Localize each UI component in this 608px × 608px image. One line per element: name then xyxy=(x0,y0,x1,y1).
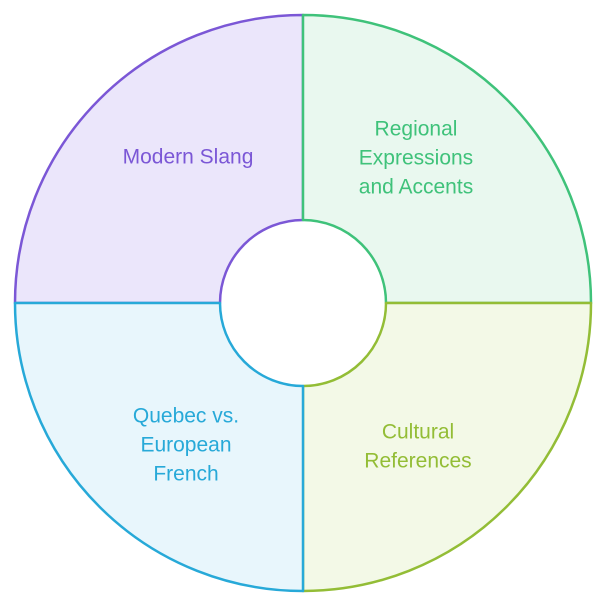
label-line: Quebec vs. xyxy=(133,405,239,428)
label-line: References xyxy=(364,450,471,473)
label-line: Modern Slang xyxy=(123,146,254,169)
label-modern-slang: Modern Slang xyxy=(123,146,254,169)
label-line: Regional xyxy=(375,118,458,141)
segment-regional-expressions xyxy=(301,13,593,305)
label-line: Expressions xyxy=(359,147,473,170)
segment-modern-slang xyxy=(13,13,305,305)
label-line: and Accents xyxy=(359,176,473,199)
segment-cultural-references xyxy=(301,301,593,593)
label-line: Cultural xyxy=(382,421,454,444)
segment-quebec-vs-european xyxy=(13,301,305,593)
label-line: European xyxy=(140,434,231,457)
label-line: French xyxy=(153,463,218,486)
